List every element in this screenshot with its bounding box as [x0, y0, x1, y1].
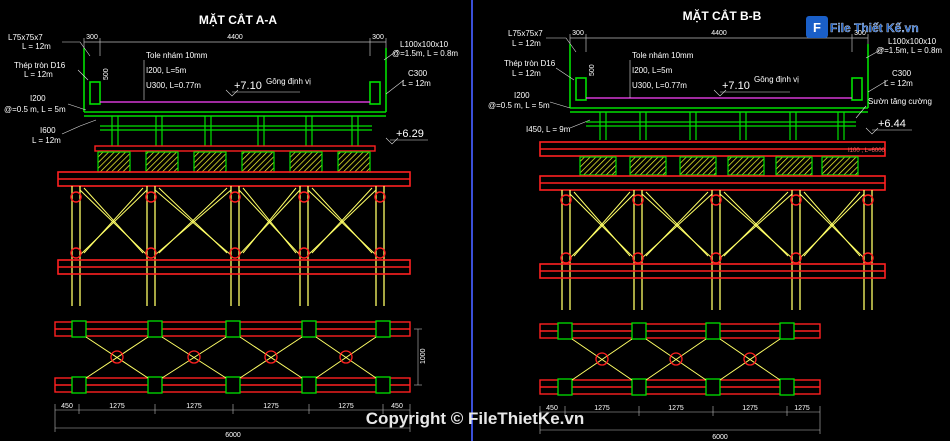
dim-b4: 1275: [263, 403, 279, 410]
level-2-b: +6.44: [878, 118, 906, 130]
level-1: +7.10: [234, 80, 262, 92]
dim-b1-b: 450: [546, 405, 558, 412]
label-tole: Tole nhám 10mm: [146, 51, 208, 60]
label-c300-len: L = 12m: [402, 79, 431, 88]
dim-b5-b: 1275: [794, 405, 810, 412]
dim-top-right: 300: [372, 34, 384, 41]
section-title-a: MẶT CẮT A-A: [199, 12, 278, 27]
label-thep-len: L = 12m: [24, 70, 53, 79]
section-a-a: MẶT CẮT A-A 300 4400 300 500 L75x75x7 L …: [4, 12, 458, 439]
label-c300: C300: [408, 69, 428, 78]
label-l75-len-b: L = 12m: [512, 39, 541, 48]
label-suon: Sườn tăng cường: [868, 97, 932, 106]
piles: [71, 186, 385, 306]
dim-b2-b: 1275: [594, 405, 610, 412]
dim-b6: 450: [391, 403, 403, 410]
dim-total: 6000: [225, 432, 241, 439]
label-i200-sp-b: @=0.5 m, L = 5m: [488, 101, 550, 110]
logo-text: File Thiết Kế.vn: [830, 21, 919, 35]
dim-b5: 1275: [338, 403, 354, 410]
label-i200: I200: [30, 94, 46, 103]
dim-top-mid-b: 4400: [711, 30, 727, 37]
dim-b4-b: 1275: [742, 405, 758, 412]
dim-side-a: 500: [103, 68, 110, 80]
deck-frame-b: [569, 44, 869, 113]
section-title-b: MẶT CẮT B-B: [683, 8, 762, 23]
label-gong: Gông định vị: [266, 77, 311, 86]
label-u300: U300, L=0.77m: [146, 81, 201, 90]
svg-text:F: F: [813, 20, 821, 35]
label-i450: I450, L = 9m: [526, 125, 571, 134]
label-l75-b: L75x75x7: [508, 29, 543, 38]
dim-right-v: 1000: [420, 348, 427, 364]
deck-frame: [83, 48, 387, 117]
pile-connectors: [70, 191, 386, 259]
label-c300-len-b: L = 12m: [884, 79, 913, 88]
label-l100-b: L100x100x10: [888, 37, 937, 46]
label-i100: I100 , L=6000: [848, 148, 886, 154]
cap-beam: [57, 171, 411, 187]
label-i600: I600: [40, 126, 56, 135]
label-thep-b: Thép tròn D16: [504, 59, 556, 68]
level-2: +6.29: [396, 128, 424, 140]
stiffener-posts: [100, 116, 372, 146]
copyright-watermark: Copyright © FileThietKe.vn: [366, 409, 584, 428]
label-i200b: I200, L=5m: [146, 66, 187, 75]
dim-side-a-b: 500: [589, 64, 596, 76]
label-thep-len-b: L = 12m: [512, 69, 541, 78]
label-c300-b: C300: [892, 69, 912, 78]
label-l100-sp-b: @=1.5m, L = 0.8m: [876, 46, 942, 55]
label-u300-b: U300, L=0.77m: [632, 81, 687, 90]
lower-beam: [57, 259, 411, 275]
dim-b1: 450: [61, 403, 73, 410]
label-l100-sp: @=1.5m, L = 0.8m: [392, 49, 458, 58]
bracing: [79, 187, 377, 256]
plan-view: 1000: [54, 320, 427, 394]
level-1-b: +7.10: [722, 80, 750, 92]
label-l75-len: L = 12m: [22, 42, 51, 51]
dim-b3: 1275: [186, 403, 202, 410]
dim-top-mid: 4400: [227, 34, 243, 41]
dim-b3-b: 1275: [668, 405, 684, 412]
label-i200b-b: I200, L=5m: [632, 66, 673, 75]
dim-top-left-b: 300: [572, 30, 584, 37]
dim-top-right-b: 300: [854, 30, 866, 37]
section-b-b: MẶT CẮT B-B 300 4400 300 500 L75x75x7 L …: [488, 8, 942, 441]
label-l100: L100x100x10: [400, 40, 449, 49]
dim-top-left: 300: [86, 34, 98, 41]
label-i200-sp: @=0.5 m, L = 5m: [4, 105, 66, 114]
dim-total-b: 6000: [712, 434, 728, 441]
label-tole-b: Tole nhám 10mm: [632, 51, 694, 60]
upper-beam-b: [539, 141, 886, 157]
dim-b2: 1275: [109, 403, 125, 410]
label-i600-len: L = 12m: [32, 136, 61, 145]
label-i200-b: I200: [514, 91, 530, 100]
hatched-pads: [97, 151, 371, 173]
label-l75: L75x75x7: [8, 33, 43, 42]
label-thep: Thép tròn D16: [14, 61, 66, 70]
site-logo: F File Thiết Kế.vn: [806, 16, 919, 38]
label-gong-b: Gông định vị: [754, 75, 799, 84]
plan-view-b: [539, 322, 821, 396]
